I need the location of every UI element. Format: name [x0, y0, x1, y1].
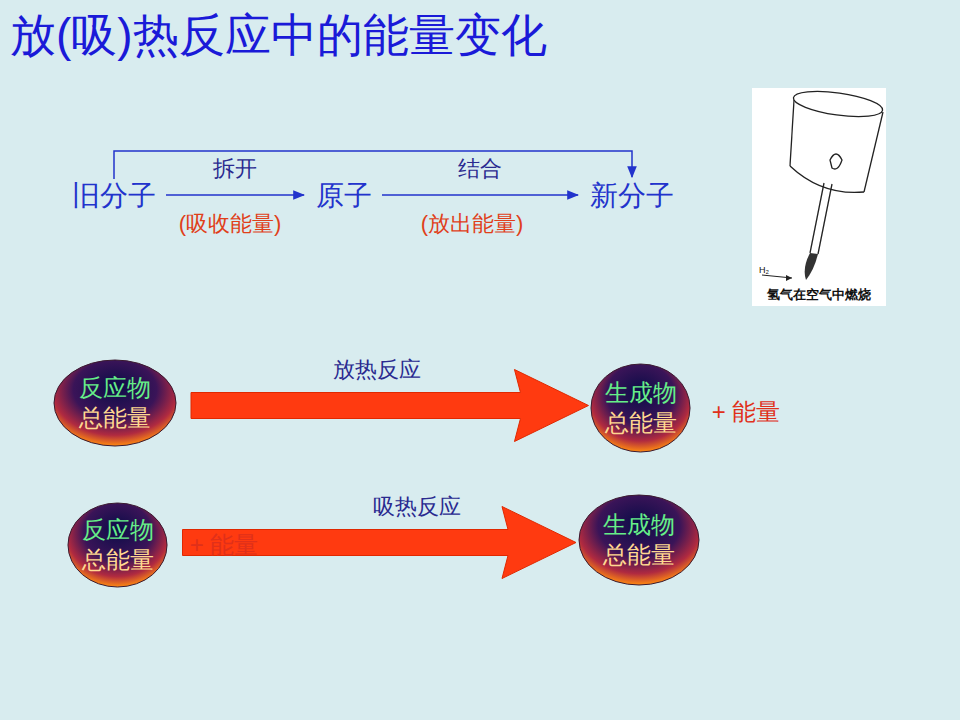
- energy-label: 反应物: [82, 515, 154, 545]
- sphere-outline: [53, 359, 177, 447]
- edge-label: 放热反应: [333, 357, 421, 383]
- term-label: 旧分子: [72, 178, 156, 213]
- process-arrow: [114, 151, 632, 179]
- sphere-outline: [590, 363, 691, 453]
- term-label: 原子: [316, 178, 372, 213]
- energy-label: 总能量: [82, 545, 154, 575]
- energy-label: 总能量: [79, 403, 151, 433]
- energy-note: (放出能量): [421, 211, 524, 237]
- slide-title: 放(吸)热反应中的能量变化: [10, 8, 547, 63]
- molecule-term: 新分子: [588, 175, 676, 215]
- energy-term: + 能量: [190, 531, 259, 560]
- picture-caption: 氢气在空气中燃烧: [767, 287, 871, 303]
- sphere-outline: [67, 502, 168, 588]
- energy-sphere: 生成物总能量: [578, 494, 700, 586]
- sphere-outline: [578, 494, 700, 586]
- edge-label: 拆开: [213, 156, 257, 182]
- edge-label: 吸热反应: [373, 494, 461, 520]
- energy-label: 生成物: [603, 510, 675, 540]
- energy-label: 生成物: [605, 378, 677, 408]
- molecule-term: 原子: [314, 175, 374, 215]
- process-arrow: [166, 195, 304, 196]
- energy-label: 总能量: [605, 408, 677, 438]
- edge-label: 结合: [458, 156, 502, 182]
- process-arrow: [382, 195, 578, 196]
- energy-note: (吸收能量): [179, 211, 282, 237]
- gas-label: H₂: [759, 265, 769, 276]
- energy-label: 反应物: [79, 373, 151, 403]
- molecule-term: 旧分子: [70, 175, 158, 215]
- energy-term: + 能量: [712, 398, 781, 427]
- energy-sphere: 反应物总能量: [67, 502, 168, 588]
- hydrogen-burning-illustration: [752, 88, 886, 306]
- energy-sphere: 生成物总能量: [590, 363, 691, 453]
- term-label: 新分子: [590, 178, 674, 213]
- energy-sphere: 反应物总能量: [53, 359, 177, 447]
- energy-label: 总能量: [603, 540, 675, 570]
